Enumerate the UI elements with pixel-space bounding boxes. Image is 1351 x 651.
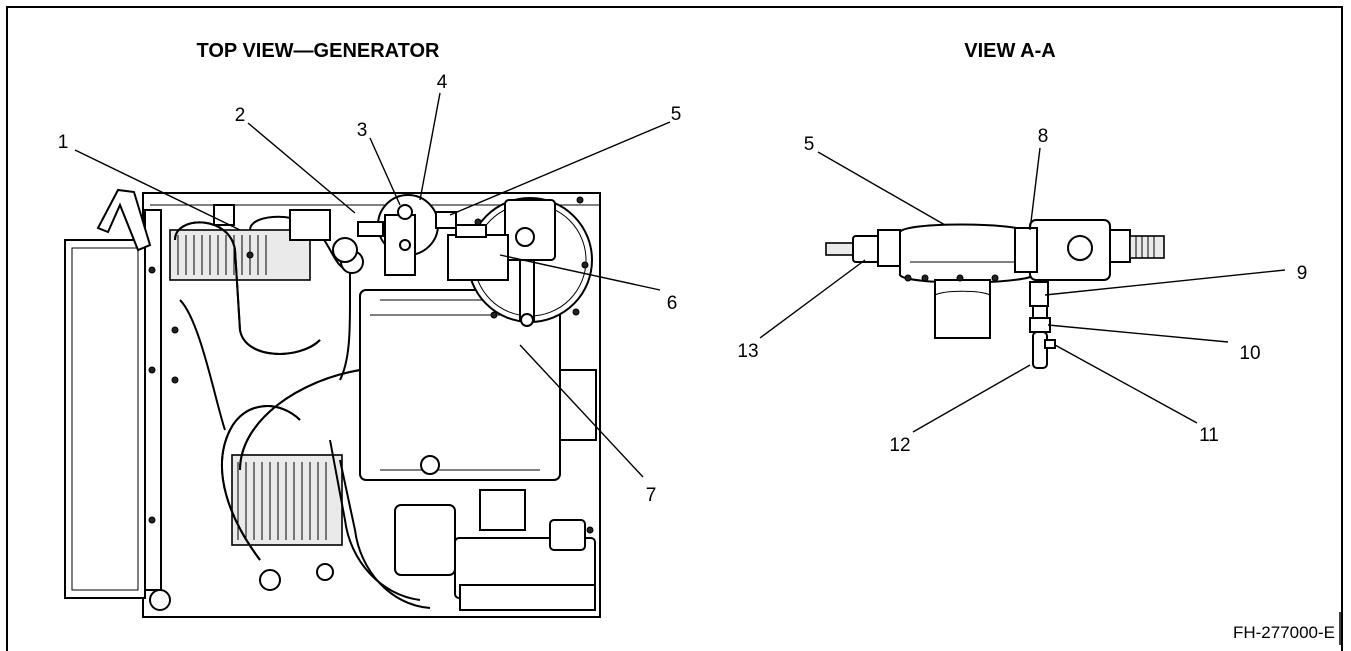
title-view-a-a: VIEW A-A (964, 40, 1055, 62)
title-top-view: TOP VIEW—GENERATOR (197, 40, 441, 62)
callout-1: 1 (58, 132, 69, 153)
callout-13: 13 (737, 341, 758, 362)
filter-body (394, 504, 456, 576)
callout-3: 3 (357, 120, 368, 141)
callout-7: 7 (646, 485, 657, 506)
side-panel (64, 239, 146, 599)
figure-code: FH-277000-E (1233, 623, 1335, 642)
lift-handle (96, 188, 152, 252)
right-leader-lines (759, 147, 1286, 433)
callout-5-view: 5 (804, 134, 815, 155)
callout-5-top: 5 (671, 104, 682, 125)
figure-frame (6, 6, 1343, 651)
callout-10: 10 (1239, 343, 1260, 364)
callout-4: 4 (437, 72, 448, 93)
callout-6: 6 (667, 293, 678, 314)
callout-12: 12 (889, 435, 910, 456)
callout-9: 9 (1297, 263, 1308, 284)
left-rail (144, 209, 162, 591)
side-box (559, 369, 597, 441)
callout-8: 8 (1038, 126, 1049, 147)
callout-11: 11 (1199, 425, 1219, 446)
fuel-solenoid (447, 234, 509, 281)
left-leader-lines (74, 92, 671, 478)
callout-2: 2 (235, 105, 246, 126)
generator-top-view (64, 188, 601, 618)
view-a-a-assembly (825, 219, 1165, 369)
